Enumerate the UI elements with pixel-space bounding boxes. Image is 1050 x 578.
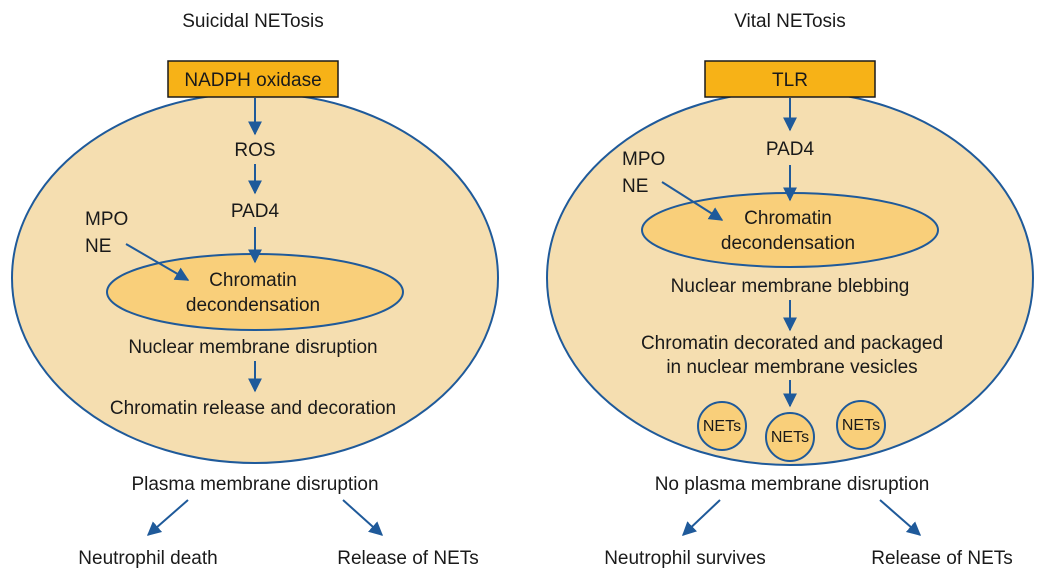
right-nets-vesicle-3 [836,400,886,450]
left-trigger-label: NADPH oxidase [184,70,321,91]
right-ne: NE [622,176,648,197]
left-nuclear: Nuclear membrane disruption [128,337,377,358]
left-release: Chromatin release and decoration [110,398,396,419]
right-nets-vesicle-2 [765,412,815,462]
left-mpo: MPO [85,209,128,230]
left-arrow-nets [342,499,384,536]
right-packaged-2: in nuclear membrane vesicles [666,357,917,378]
left-title: Suicidal NETosis [182,11,324,32]
right-nets-3: NETs [842,417,880,434]
right-nets-1: NETs [703,418,741,435]
left-plasma: Plasma membrane disruption [131,474,378,495]
right-packaged-1: Chromatin decorated and packaged [641,333,943,354]
left-chromatin-1: Chromatin [209,270,297,291]
right-chromatin-2: decondensation [721,233,855,254]
left-pad4: PAD4 [231,201,280,222]
left-nucleus [106,253,404,331]
right-trigger-label: TLR [772,70,808,91]
left-arrow-death [146,499,189,536]
right-nets-2: NETs [771,429,809,446]
left-ne: NE [85,236,111,257]
left-outcome-death: Neutrophil death [78,548,217,569]
right-title: Vital NETosis [734,11,846,32]
right-mpo: MPO [622,149,665,170]
left-chromatin-2: decondensation [186,295,320,316]
right-outcome-survives: Neutrophil survives [604,548,766,569]
right-outcome-nets: Release of NETs [871,548,1013,569]
right-nucleus [641,192,939,268]
right-arrow-mpo [661,181,724,221]
right-arrow-release [879,499,922,536]
right-chromatin-1: Chromatin [744,208,832,229]
left-arrow-mpo [125,243,190,281]
right-trigger-box [704,60,876,98]
left-ros: ROS [234,140,275,161]
right-nets-vesicle-1 [697,401,747,451]
left-outcome-nets: Release of NETs [337,548,479,569]
right-pad4: PAD4 [766,139,815,160]
right-blebbing: Nuclear membrane blebbing [671,276,910,297]
right-plasma: No plasma membrane disruption [655,474,930,495]
left-trigger-box [167,60,339,98]
right-arrow-survives [681,499,721,536]
